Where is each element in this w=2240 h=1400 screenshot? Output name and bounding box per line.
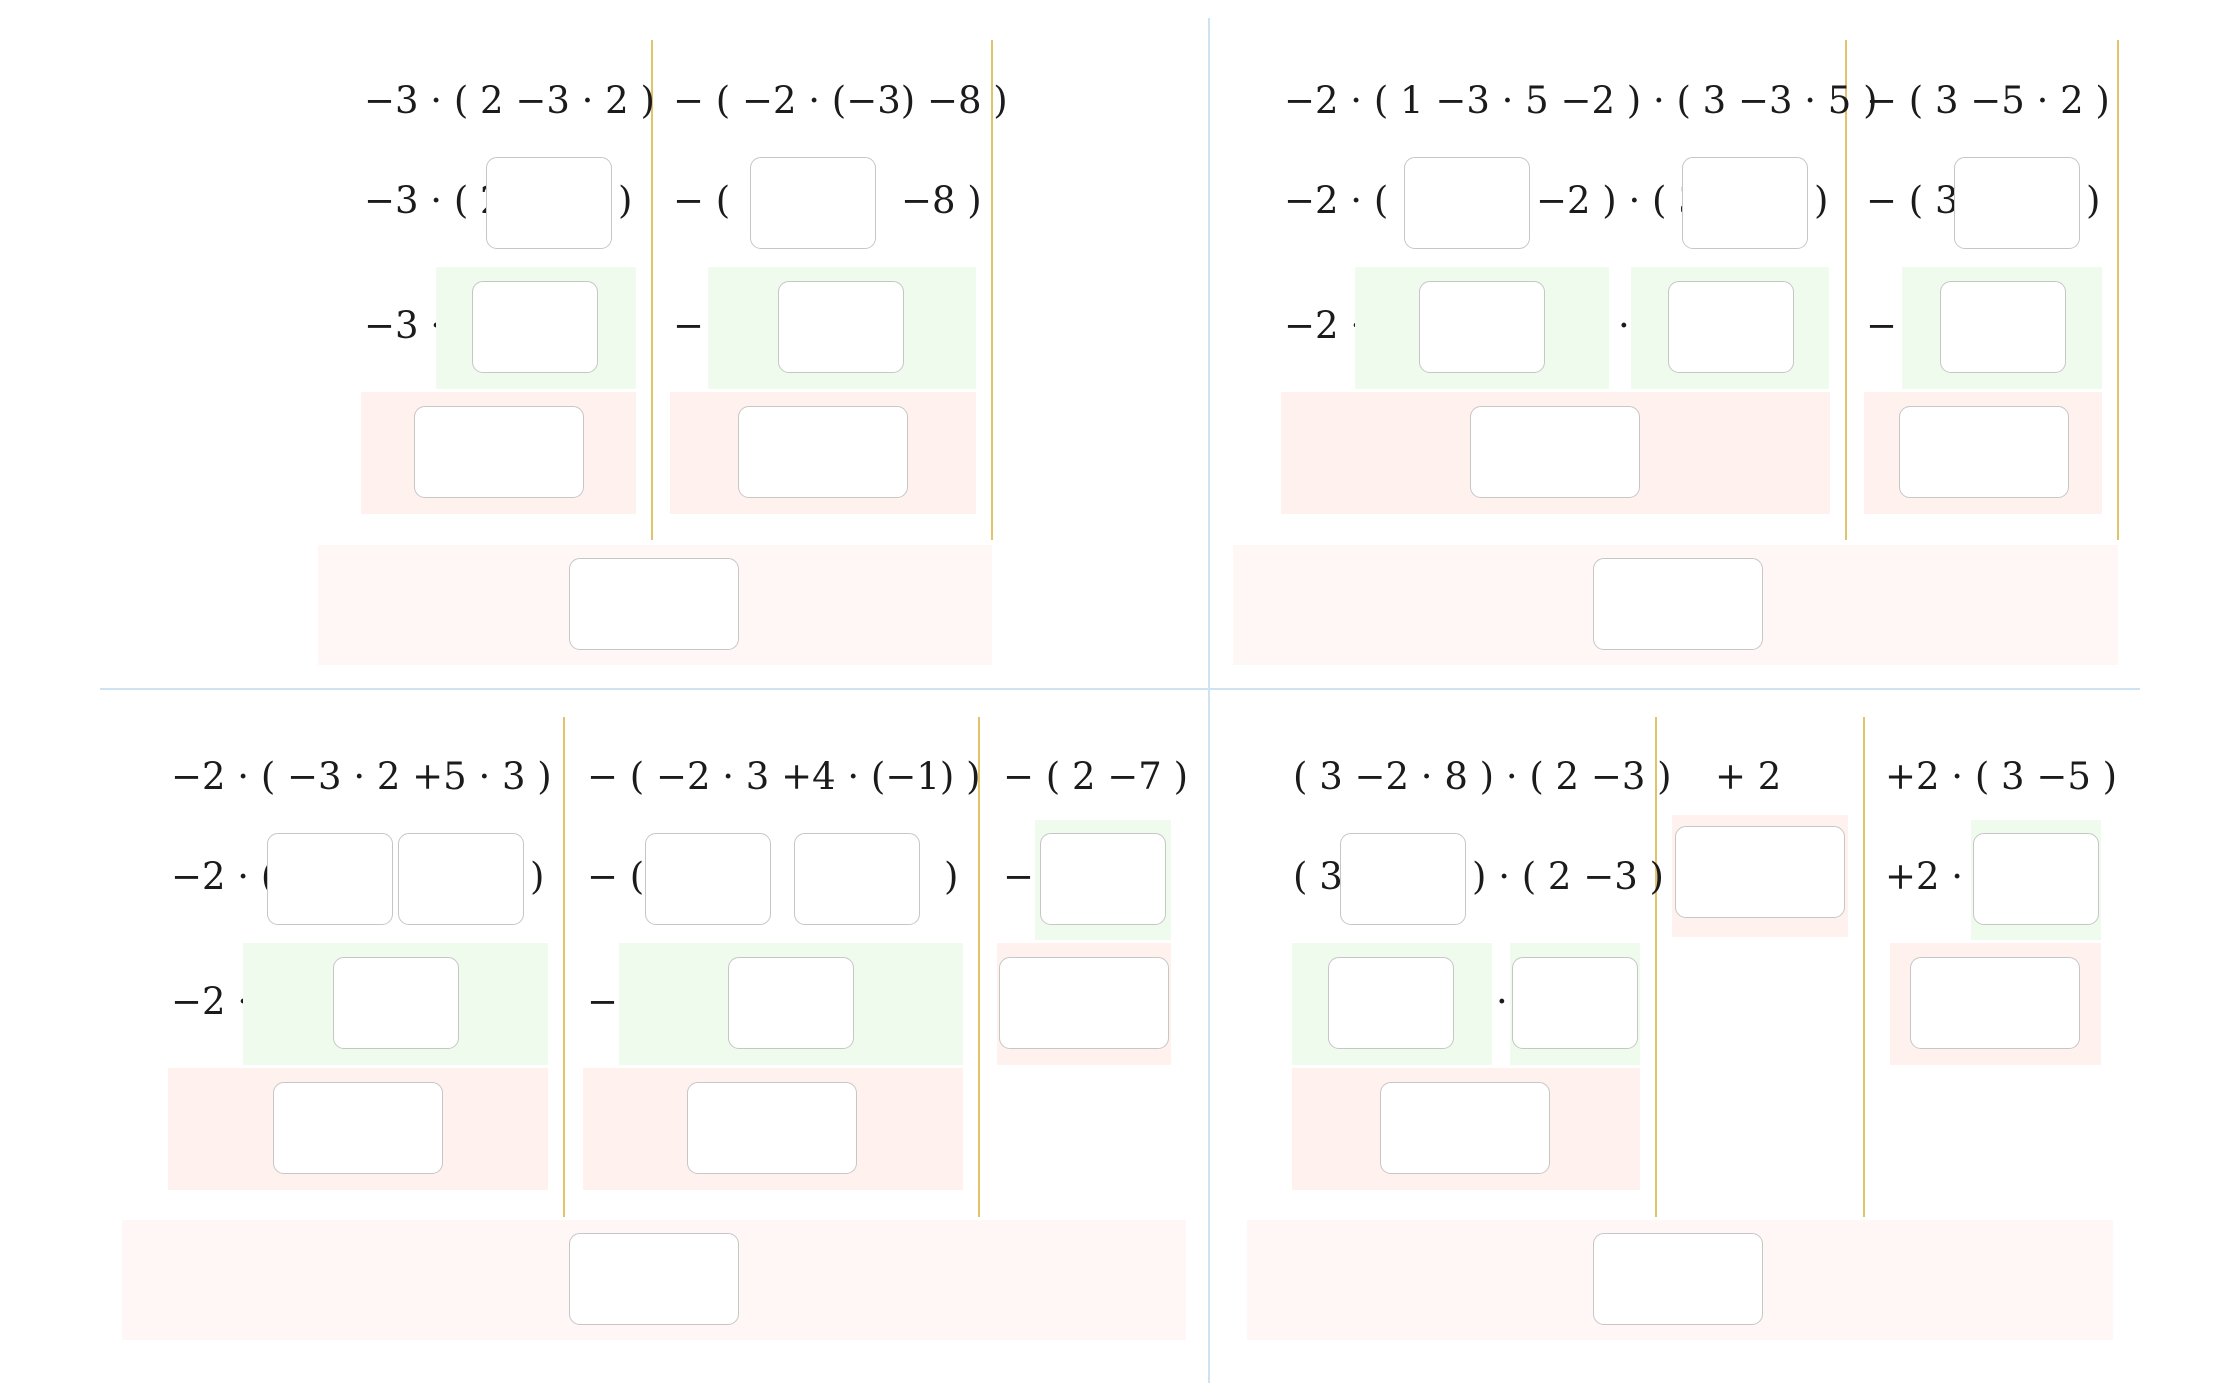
column-separator <box>1655 717 1657 1217</box>
expression-prefix: −2 · <box>1284 304 1363 347</box>
answer-input[interactable] <box>645 833 771 925</box>
expression-suffix: ) <box>2086 179 2101 222</box>
expression-prefix: − ( <box>587 855 645 898</box>
answer-input[interactable] <box>750 157 876 249</box>
expression-prefix: − <box>673 304 705 347</box>
column-separator <box>651 40 653 540</box>
answer-input[interactable] <box>1668 281 1794 373</box>
column-separator <box>1863 717 1865 1217</box>
expression: − ( 2 −7 ) <box>1003 755 1188 798</box>
expression: − ( 3 −5 · 2 ) <box>1866 79 2110 122</box>
expression-prefix: −3 · ( 2 <box>364 179 504 222</box>
answer-input[interactable] <box>1470 406 1640 498</box>
answer-input[interactable] <box>414 406 584 498</box>
answer-input[interactable] <box>687 1082 857 1174</box>
column-separator <box>1845 40 1847 540</box>
answer-input[interactable] <box>486 157 612 249</box>
final-answer-input[interactable] <box>569 558 739 650</box>
answer-input[interactable] <box>273 1082 443 1174</box>
expression: − ( −2 · (−3) −8 ) <box>673 79 1008 122</box>
expression-prefix: − <box>1866 304 1898 347</box>
expression: −2 · ( −3 · 2 +5 · 3 ) <box>171 755 552 798</box>
answer-input[interactable] <box>398 833 524 925</box>
answer-input[interactable] <box>1675 826 1845 918</box>
expression-prefix: − ( <box>673 179 731 222</box>
expression-suffix: ) <box>1814 179 1829 222</box>
answer-input[interactable] <box>1910 957 2080 1049</box>
expression-suffix: ) <box>530 855 545 898</box>
answer-input[interactable] <box>1380 1082 1550 1174</box>
answer-input[interactable] <box>1940 281 2066 373</box>
final-answer-input[interactable] <box>569 1233 739 1325</box>
exercise-3: −2 · ( −3 · 2 +5 · 3 ) −2 · ( ) −2 · − (… <box>0 690 1208 1400</box>
answer-input[interactable] <box>1682 157 1808 249</box>
final-answer-input[interactable] <box>1593 558 1763 650</box>
answer-input[interactable] <box>1340 833 1466 925</box>
answer-input[interactable] <box>728 957 854 1049</box>
answer-input[interactable] <box>1512 957 1638 1049</box>
multiply-operator: · <box>1618 304 1630 347</box>
expression-prefix: −2 · ( 1 <box>1284 179 1424 222</box>
expression-prefix: ( 3 <box>1293 855 1343 898</box>
final-answer-input[interactable] <box>1593 1233 1763 1325</box>
expression-prefix: − <box>587 980 619 1023</box>
expression: −2 · ( 1 −3 · 5 −2 ) · ( 3 −3 · 5 ) <box>1284 79 1878 122</box>
expression-prefix: −2 · <box>171 980 250 1023</box>
quadrant-divider-horizontal <box>100 688 2140 690</box>
exercise-4: ( 3 −2 · 8 ) · ( 2 −3 ) ( 3 ) · ( 2 −3 )… <box>1210 690 2240 1400</box>
answer-input[interactable] <box>778 281 904 373</box>
expression: − ( −2 · 3 +4 · (−1) ) <box>587 755 981 798</box>
expression-prefix: −3 · <box>364 304 443 347</box>
answer-input[interactable] <box>1404 157 1530 249</box>
answer-input[interactable] <box>1419 281 1545 373</box>
expression: + 2 <box>1715 755 1782 798</box>
multiply-operator: · <box>1496 980 1508 1023</box>
answer-input[interactable] <box>1973 833 2099 925</box>
answer-input[interactable] <box>472 281 598 373</box>
answer-input[interactable] <box>999 957 1169 1049</box>
expression: +2 · ( 3 −5 ) <box>1885 755 2118 798</box>
answer-input[interactable] <box>794 833 920 925</box>
expression-prefix: − ( 3 <box>1866 179 1959 222</box>
expression: −3 · ( 2 −3 · 2 ) <box>364 79 655 122</box>
column-separator <box>563 717 565 1217</box>
expression-middle: −2 ) · ( 3 <box>1536 179 1702 222</box>
answer-input[interactable] <box>738 406 908 498</box>
answer-input[interactable] <box>1040 833 1166 925</box>
column-separator <box>2117 40 2119 540</box>
answer-input[interactable] <box>1899 406 2069 498</box>
answer-input[interactable] <box>333 957 459 1049</box>
column-separator <box>991 40 993 540</box>
expression-prefix: − <box>1003 855 1035 898</box>
expression-prefix: −2 · ( <box>171 855 276 898</box>
expression: ( 3 −2 · 8 ) · ( 2 −3 ) <box>1293 755 1672 798</box>
exercise-2: −2 · ( 1 −3 · 5 −2 ) · ( 3 −3 · 5 ) −2 ·… <box>1210 0 2240 688</box>
expression-suffix: ) · ( 2 −3 ) <box>1472 855 1664 898</box>
expression-prefix: +2 · <box>1885 855 1964 898</box>
expression-suffix: −8 ) <box>901 179 982 222</box>
answer-input[interactable] <box>267 833 393 925</box>
exercise-1: −3 · ( 2 −3 · 2 ) −3 · ( 2 ) −3 · − ( −2… <box>0 0 1208 688</box>
column-separator <box>978 717 980 1217</box>
expression-suffix: ) <box>618 179 633 222</box>
quadrant-divider-vertical <box>1208 18 1210 1383</box>
answer-input[interactable] <box>1954 157 2080 249</box>
answer-input[interactable] <box>1328 957 1454 1049</box>
expression-suffix: ) <box>944 855 959 898</box>
